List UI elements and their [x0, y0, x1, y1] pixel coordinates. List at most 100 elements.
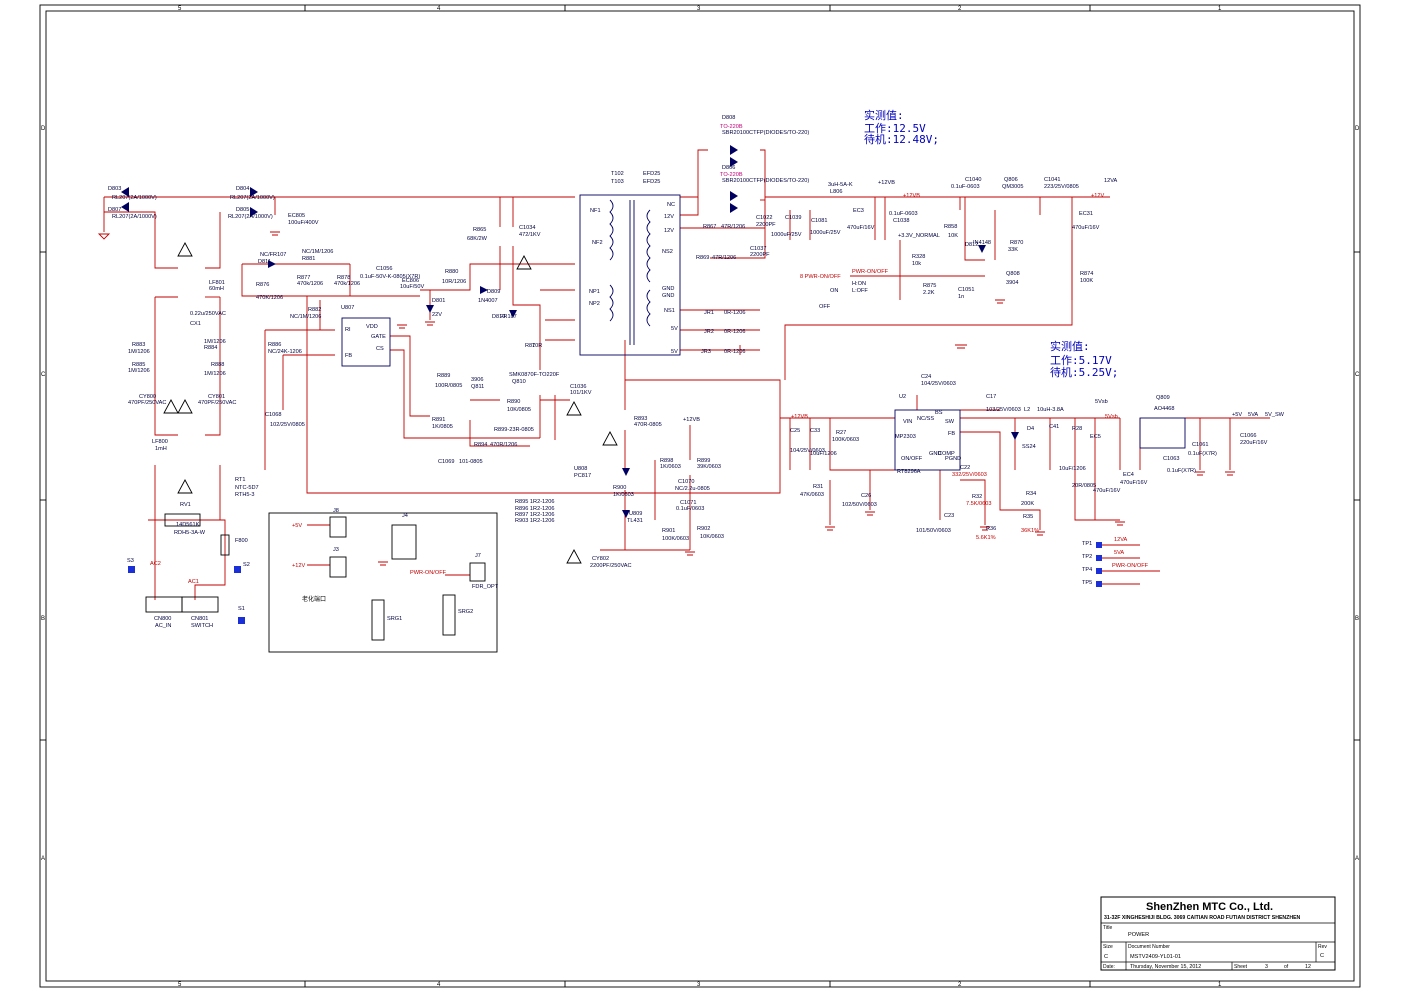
component-label-c1068: C1068 — [265, 412, 281, 418]
component-label-c1051v: 1n — [958, 294, 964, 300]
component-label-c1051: C1051 — [958, 287, 974, 293]
row-marker-right: B — [1355, 616, 1359, 622]
component-label-p12vj: +12V — [292, 563, 305, 569]
component-label-r893: R893 — [634, 416, 647, 422]
component-label-v5vsw: 5V_SW — [1265, 412, 1285, 418]
component-label-ncss: NC/SS — [917, 416, 934, 422]
component-label-q811a: 3906 — [471, 377, 483, 383]
component-label-q809: Q809 — [1156, 395, 1170, 401]
component-label-n5v: 5V — [671, 326, 678, 332]
component-label-c1081: C1081 — [811, 218, 827, 224]
component-label-r886v: NC/24K-1206 — [268, 349, 302, 355]
component-label-r34: R34 — [1026, 491, 1036, 497]
component-label-r898v: 1K/0603 — [660, 464, 681, 470]
component-label-u2: U2 — [899, 394, 906, 400]
component-label-u807: U807 — [341, 305, 354, 311]
component-label-bs: BS — [935, 410, 943, 416]
component-label-lf800: LF800 — [152, 439, 168, 445]
connector-j8 — [329, 516, 347, 538]
component-label-r328: R328 — [912, 254, 925, 260]
connector-j4 — [391, 524, 417, 560]
component-label-cy800v: 470PF/250VAC — [128, 400, 166, 406]
component-label-r890: R890 — [507, 399, 520, 405]
component-label-c25v: 104/25V/0603 — [790, 448, 825, 454]
component-label-c1038a: 0.1uF-0603 — [889, 211, 918, 217]
component-label-u809: U809 — [629, 511, 642, 517]
component-label-r890v: 10K/0805 — [507, 407, 531, 413]
component-label-c1034v: 472/1KV — [519, 232, 541, 238]
component-label-n12v: 12V — [664, 214, 674, 220]
component-label-r870: R870 — [1010, 240, 1023, 246]
component-label-p33: +3.3V_NORMAL — [898, 233, 940, 239]
component-label-q806v: QM3005 — [1002, 184, 1023, 190]
component-label-c1056v: 0.1uF-50V-K-0805(X7R) — [360, 274, 420, 280]
component-label-ri: RI — [345, 327, 351, 333]
size-value: C — [1104, 954, 1108, 960]
component-label-ac2: AC2 — [150, 561, 161, 567]
component-label-r87v: 10R — [532, 343, 542, 349]
component-label-r32: R32 — [972, 494, 982, 500]
component-label-d810v: FR107 — [500, 314, 517, 320]
component-label-d804: D804 — [236, 186, 249, 192]
component-label-loff: L:OFF — [852, 288, 868, 294]
size-label: Size — [1103, 944, 1113, 950]
component-label-mp2303: MP2303 — [895, 434, 916, 440]
component-label-r858v: 10K — [948, 233, 958, 239]
component-label-onoff: ON/OFF — [901, 456, 923, 462]
component-label-c1069: C1069 — [438, 459, 454, 465]
component-label-r869v: 47R/1206 — [712, 255, 736, 261]
component-label-r896: R896 1R2-1206 — [515, 506, 555, 512]
component-label-t102: T102 — [611, 171, 624, 177]
company-address: 31-32F XINGHESHIJI BLDG. 3069 CAITIAN RO… — [1104, 915, 1301, 921]
component-label-r885v: 1M/1206 — [128, 368, 150, 374]
component-label-sw: SW — [945, 419, 955, 425]
component-label-c25: C25 — [790, 428, 800, 434]
sheet-number: 3 — [1265, 964, 1268, 970]
component-label-r880: R880 — [445, 269, 458, 275]
component-label-r894v: 470R/1206 — [490, 442, 517, 448]
aging-port-label: 老化端口 — [302, 595, 326, 603]
component-label-r31v: 47K/0603 — [800, 492, 824, 498]
component-label-r328v: 10k — [912, 261, 921, 267]
component-label-ss24: SS24 — [1022, 444, 1036, 450]
component-label-r888: R888 — [211, 362, 224, 368]
component-label-c26v: 102/50V/0603 — [842, 502, 877, 508]
component-label-cy802: CY802 — [592, 556, 609, 562]
component-label-n12v2: 12V — [664, 228, 674, 234]
component-label-r891v: 1K/0805 — [432, 424, 453, 430]
component-label-on: ON — [830, 288, 838, 294]
component-label-r891: R891 — [432, 417, 445, 423]
component-label-rv1: RV1 — [180, 502, 191, 508]
component-label-pc817: PC817 — [574, 473, 591, 479]
outer-frame — [39, 4, 1361, 988]
component-label-s1: S1 — [238, 606, 245, 612]
component-label-r880v: 10R/1206 — [442, 279, 466, 285]
component-label-d810: D810 — [492, 314, 505, 320]
component-label-r883v: 1M/1206 — [128, 349, 150, 355]
component-label-cx1: CX1 — [190, 321, 201, 327]
component-label-nf1: NF1 — [590, 208, 601, 214]
component-label-r878: R878 — [337, 275, 350, 281]
date-label: Date: — [1103, 964, 1115, 970]
component-label-c41: C41 — [1049, 424, 1059, 430]
component-label-vdd: VDD — [366, 324, 378, 330]
component-label-tp2: TP2 — [1082, 554, 1092, 560]
component-label-l2v: 10uH-3.8A — [1037, 407, 1064, 413]
component-label-r867v: 47R/1206 — [721, 224, 745, 230]
component-label-srg1: SRG1 — [387, 616, 402, 622]
component-label-r869: R869 — [696, 255, 709, 261]
component-label-c1061v: 0.1uF(X7R) — [1188, 451, 1217, 457]
note-12v-work: 工作:12.5V — [864, 122, 926, 135]
test-pads — [128, 542, 1102, 624]
component-label-ec3v: 470uF/16V — [847, 225, 875, 231]
component-label-r36v: 5.6K1% — [976, 535, 996, 541]
component-label-jr2: JR2 — [704, 329, 714, 335]
docnum-value: MSTV2409-YL01-01 — [1130, 954, 1181, 960]
row-marker-right: A — [1355, 856, 1359, 862]
component-label-jr3: JR3 — [701, 349, 711, 355]
component-label-r894: R894 — [474, 442, 487, 448]
component-label-t103: T103 — [611, 179, 624, 185]
component-label-c1056: C1056 — [376, 266, 392, 272]
component-label-tp1: TP1 — [1082, 541, 1092, 547]
